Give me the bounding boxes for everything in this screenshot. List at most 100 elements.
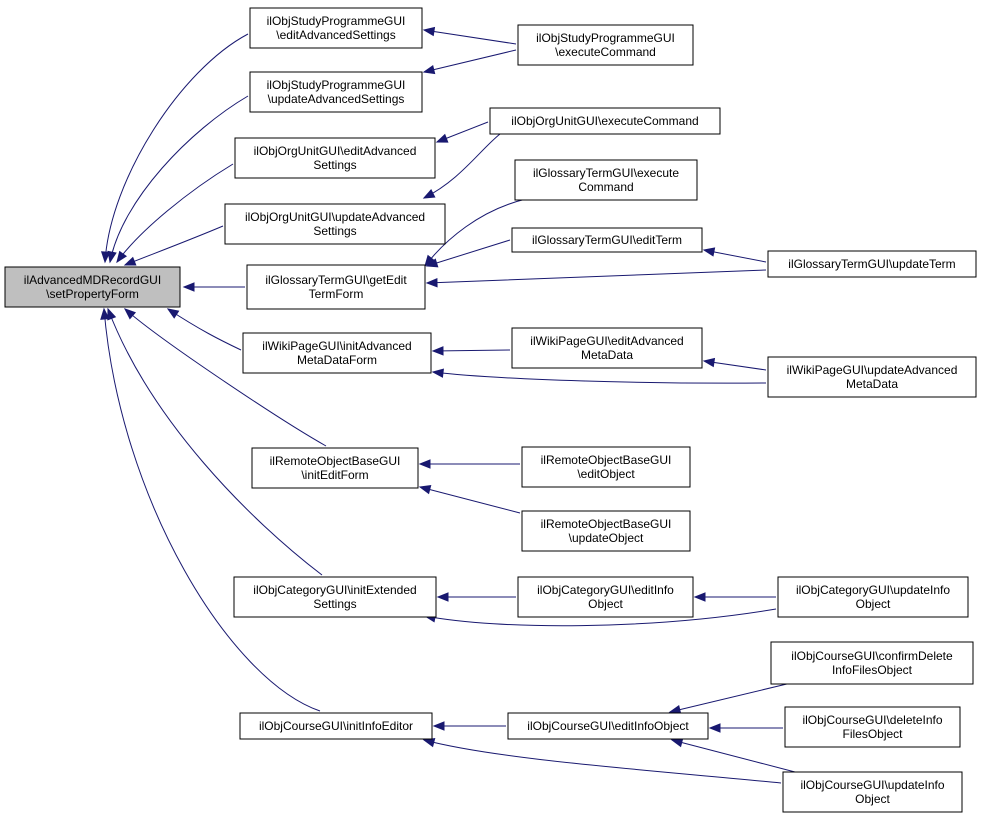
- arrow-head: [435, 133, 449, 143]
- node-label-line: ilObjStudyProgrammeGUI: [267, 14, 406, 28]
- node-box[interactable]: [784, 706, 961, 748]
- node-sp-update[interactable]: ilObjStudyProgrammeGUI\updateAdvancedSet…: [249, 71, 423, 113]
- node-label-line: \updateAdvancedSettings: [268, 92, 405, 106]
- node-crs-edit[interactable]: ilObjCourseGUI\editInfoObject: [507, 712, 709, 740]
- edge-line: [432, 349, 511, 352]
- node-label-line: ilObjCourseGUI\updateInfo: [800, 778, 944, 792]
- node-ou-update[interactable]: ilObjOrgUnitGUI\updateAdvancedSettings: [224, 203, 446, 245]
- edge-line: [124, 308, 327, 447]
- edge-wp_update-to-wp_init: [431, 368, 767, 384]
- node-crs-confirm[interactable]: ilObjCourseGUI\confirmDeleteInfoFilesObj…: [770, 641, 974, 685]
- node-box[interactable]: [242, 332, 432, 374]
- node-sp-exec[interactable]: ilObjStudyProgrammeGUI\executeCommand: [517, 24, 694, 66]
- arrow-head: [418, 459, 431, 469]
- node-box[interactable]: [239, 712, 433, 740]
- node-label-line: ilWikiPageGUI\updateAdvanced: [787, 363, 958, 377]
- node-gt-exec[interactable]: ilGlossaryTermGUI\executeCommand: [514, 159, 698, 201]
- edge-ro_init-to-root: [123, 308, 327, 447]
- node-label-line: MetaDataForm: [297, 353, 377, 367]
- node-box[interactable]: [514, 159, 698, 201]
- node-label-line: ilRemoteObjectBaseGUI: [541, 517, 672, 531]
- arrow-head: [422, 189, 436, 199]
- node-sp-edit[interactable]: ilObjStudyProgrammeGUI\editAdvancedSetti…: [249, 7, 423, 49]
- edge-line: [426, 239, 511, 267]
- node-box[interactable]: [767, 356, 977, 398]
- edge-ro_edit-to-ro_init: [418, 459, 520, 469]
- node-ou-exec[interactable]: ilObjOrgUnitGUI\executeCommand: [489, 107, 721, 135]
- edge-line: [107, 308, 323, 576]
- node-label-line: InfoFilesObject: [832, 663, 913, 677]
- arrow-head: [422, 26, 436, 37]
- edge-sp_update-to-root: [107, 95, 249, 264]
- node-label-line: ilObjCourseGUI\editInfoObject: [527, 719, 689, 733]
- arrow-head: [425, 258, 439, 268]
- node-ro-init[interactable]: ilRemoteObjectBaseGUI\initEditForm: [251, 447, 419, 489]
- node-box[interactable]: [489, 107, 721, 135]
- node-crs-init[interactable]: ilObjCourseGUI\initInfoEditor: [239, 712, 433, 740]
- node-label-line: ilObjOrgUnitGUI\editAdvanced: [254, 144, 417, 158]
- node-box[interactable]: [249, 71, 423, 113]
- node-box[interactable]: [777, 576, 969, 618]
- edge-gt_update-to-gt_get: [425, 269, 767, 288]
- node-label-line: ilObjCourseGUI\initInfoEditor: [259, 719, 413, 733]
- arrow-head: [425, 278, 438, 288]
- node-box[interactable]: [246, 264, 426, 310]
- node-box[interactable]: [224, 203, 446, 245]
- edge-crs_confirm-to-crs_edit: [668, 682, 792, 715]
- edge-crs_edit-to-crs_init: [432, 721, 506, 731]
- node-box[interactable]: [511, 327, 703, 369]
- node-root[interactable]: ilAdvancedMDRecordGUI\setPropertyForm: [4, 266, 181, 308]
- node-box[interactable]: [251, 447, 419, 489]
- edge-line: [669, 682, 792, 713]
- node-ro-edit[interactable]: ilRemoteObjectBaseGUI\editObject: [521, 446, 691, 488]
- arrow-head: [708, 723, 721, 733]
- node-box[interactable]: [782, 771, 963, 813]
- node-box[interactable]: [4, 266, 181, 308]
- node-label-line: Object: [856, 597, 891, 611]
- edge-sp_exec-to-sp_edit: [422, 26, 517, 45]
- node-box[interactable]: [249, 7, 423, 49]
- edge-line: [423, 739, 782, 784]
- node-ro-update[interactable]: ilRemoteObjectBaseGUI\updateObject: [521, 510, 691, 552]
- edge-wp_update-to-wp_edit: [702, 357, 767, 371]
- node-box[interactable]: [770, 641, 974, 685]
- node-box[interactable]: [511, 227, 703, 253]
- node-label-line: ilGlossaryTermGUI\getEdit: [265, 273, 407, 287]
- edge-cat_update-to-cat_edit: [693, 592, 776, 602]
- node-box[interactable]: [517, 576, 694, 618]
- node-box[interactable]: [521, 446, 691, 488]
- edge-line: [423, 29, 517, 45]
- node-label-line: Settings: [313, 224, 356, 238]
- node-box[interactable]: [517, 24, 694, 66]
- edge-gt_update-to-gt_edit: [702, 247, 767, 263]
- edge-wp_edit-to-wp_init: [431, 346, 511, 356]
- node-box[interactable]: [507, 712, 709, 740]
- edge-line: [109, 95, 249, 263]
- node-gt-update[interactable]: ilGlossaryTermGUI\updateTerm: [767, 250, 977, 278]
- node-box[interactable]: [234, 137, 436, 179]
- node-label-line: ilObjStudyProgrammeGUI: [536, 31, 675, 45]
- node-label-line: \updateObject: [569, 531, 644, 545]
- node-cat-edit[interactable]: ilObjCategoryGUI\editInfoObject: [517, 576, 694, 618]
- node-box[interactable]: [521, 510, 691, 552]
- node-label-line: ilRemoteObjectBaseGUI: [270, 454, 401, 468]
- arrow-head: [418, 485, 432, 495]
- node-gt-edit[interactable]: ilGlossaryTermGUI\editTerm: [511, 227, 703, 253]
- node-label-line: ilRemoteObjectBaseGUI: [541, 453, 672, 467]
- edge-crs_delete-to-crs_edit: [708, 723, 783, 733]
- node-box[interactable]: [233, 576, 437, 618]
- node-box[interactable]: [767, 250, 977, 278]
- arrow-head: [107, 250, 117, 264]
- node-ou-edit[interactable]: ilObjOrgUnitGUI\editAdvancedSettings: [234, 137, 436, 179]
- arrow-head: [693, 592, 706, 602]
- arrow-head: [123, 256, 137, 266]
